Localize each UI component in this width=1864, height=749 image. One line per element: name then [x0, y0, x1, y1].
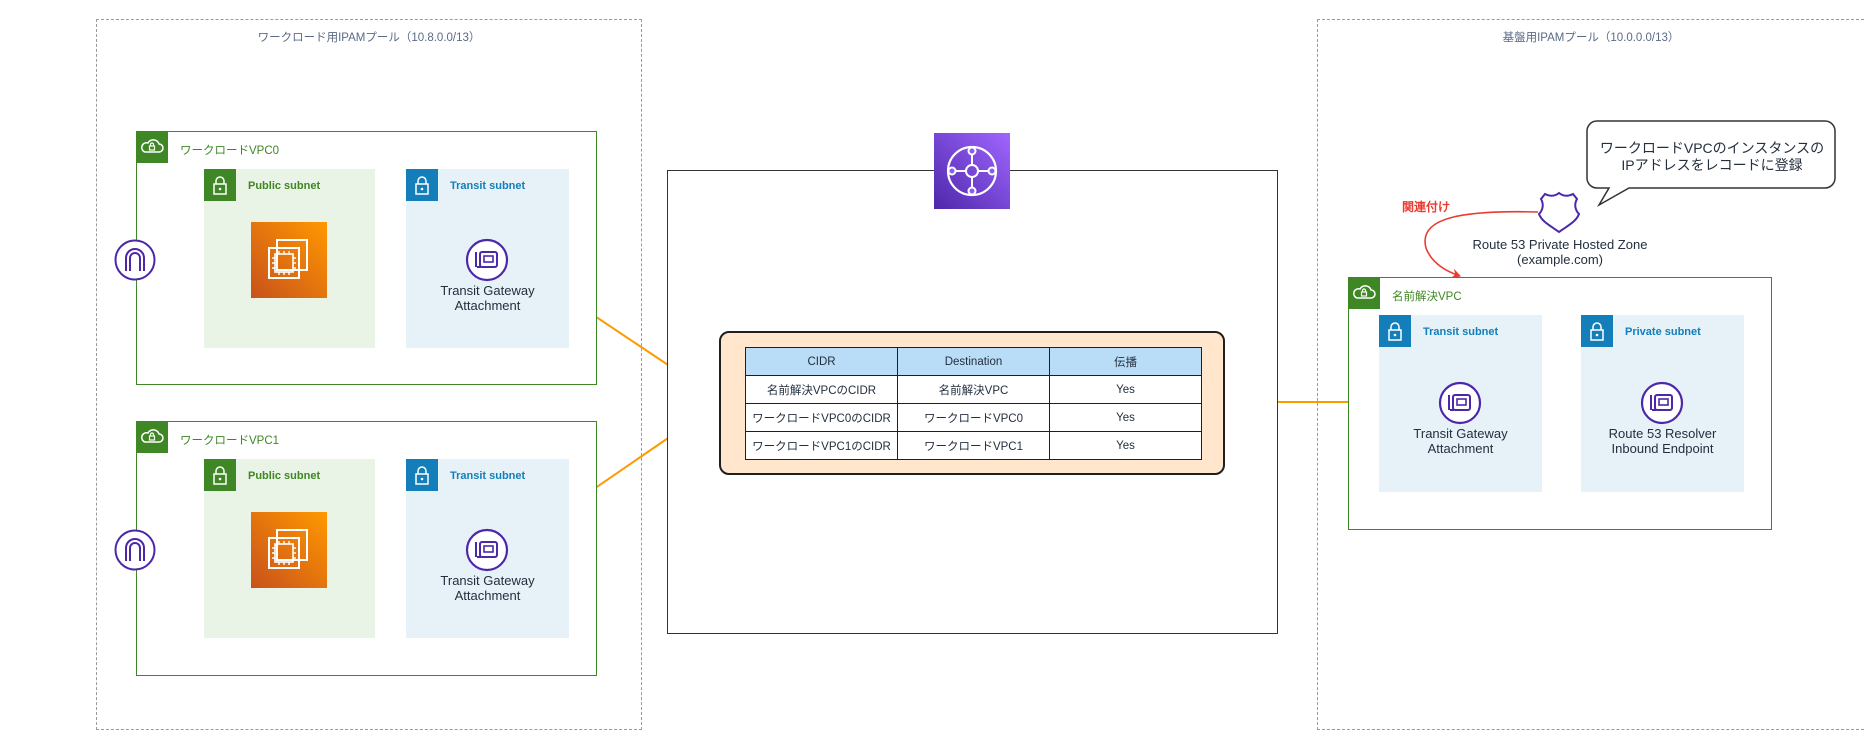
cell-propagation: Yes [1049, 375, 1202, 404]
cell-destination: ワークロードVPC1 [897, 431, 1050, 460]
cell-destination: ワークロードVPC0 [897, 403, 1050, 432]
vpc1-public-subnet: Public subnet [204, 459, 375, 638]
dns-vpc: 名前解決VPC Transit subnet Transit Gateway A… [1348, 277, 1772, 530]
vpc0-public-subnet-label: Public subnet [248, 180, 321, 192]
attachment-caption-line2: Attachment [1427, 441, 1494, 456]
cell-cidr: 名前解決VPCのCIDR [745, 375, 898, 404]
workload-ipam-pool-label: ワークロード用IPAMプール（10.8.0.0/13） [257, 32, 481, 44]
table-row: ワークロードVPC0のCIDR ワークロードVPC0 Yes [745, 403, 1202, 432]
vpc0-transit-subnet: Transit subnet Transit Gateway Attachmen… [406, 169, 569, 348]
infra-ipam-pool-label: 基盤用IPAMプール（10.0.0.0/13） [1502, 32, 1680, 44]
lock-icon [1379, 315, 1411, 347]
cell-cidr: ワークロードVPC1のCIDR [745, 431, 898, 460]
vpc0-attachment-caption: Transit Gateway Attachment [406, 283, 569, 313]
dns-transit-subnet-label: Transit subnet [1423, 326, 1499, 338]
transit-gateway-icon [934, 133, 1010, 209]
callout-line1: ワークロードVPCのインスタンスの [1599, 140, 1825, 156]
dns-attachment-caption: Transit Gateway Attachment [1379, 426, 1542, 456]
header-cidr: CIDR [745, 347, 898, 376]
route-table-header-row: CIDR Destination 伝播 [745, 347, 1202, 376]
header-propagation: 伝播 [1049, 347, 1202, 376]
internet-gateway-icon [114, 529, 156, 571]
ec2-instance-icon [251, 222, 327, 298]
lock-icon [406, 459, 438, 491]
route53-hosted-zone-icon [1537, 191, 1581, 234]
vpc1-transit-subnet: Transit subnet Transit Gateway Attachmen… [406, 459, 569, 638]
callout-line2: IPアドレスをレコードに登録 [1621, 157, 1803, 173]
workload-vpc0: ワークロードVPC0 Public subnet Transit subnet … [136, 131, 597, 385]
lock-icon [204, 459, 236, 491]
dns-vpc-label: 名前解決VPC [1392, 291, 1462, 303]
lock-icon [1581, 315, 1613, 347]
lock-icon [406, 169, 438, 201]
lock-icon [204, 169, 236, 201]
workload-vpc1: ワークロードVPC1 Public subnet Transit subnet … [136, 421, 597, 676]
internet-gateway-icon [114, 239, 156, 281]
header-destination: Destination [897, 347, 1050, 376]
ec2-instance-icon [251, 512, 327, 588]
attachment-caption-line2: Attachment [454, 588, 521, 603]
vpc0-label: ワークロードVPC0 [180, 145, 280, 157]
resolver-caption-line2: Inbound Endpoint [1611, 441, 1714, 456]
vpc-cloud-icon [136, 131, 168, 163]
cell-cidr: ワークロードVPC0のCIDR [745, 403, 898, 432]
dns-transit-subnet: Transit subnet Transit Gateway Attachmen… [1379, 315, 1542, 492]
callout-text: ワークロードVPCのインスタンスの IPアドレスをレコードに登録 [1588, 140, 1836, 174]
callout-bubble [1586, 120, 1836, 208]
resolver-caption: Route 53 Resolver Inbound Endpoint [1581, 426, 1744, 456]
cell-propagation: Yes [1049, 431, 1202, 460]
vpc-cloud-icon [136, 421, 168, 453]
cell-destination: 名前解決VPC [897, 375, 1050, 404]
hosted-zone-caption: Route 53 Private Hosted Zone (example.co… [1440, 237, 1680, 267]
route53-resolver-icon [1640, 381, 1684, 425]
table-row: ワークロードVPC1のCIDR ワークロードVPC1 Yes [745, 431, 1202, 460]
workload-ipam-pool: ワークロード用IPAMプール（10.8.0.0/13） [96, 19, 642, 730]
cell-propagation: Yes [1049, 403, 1202, 432]
transit-gateway-attachment-icon [465, 238, 509, 282]
vpc0-public-subnet: Public subnet [204, 169, 375, 348]
route-table: CIDR Destination 伝播 名前解決VPCのCIDR 名前解決VPC… [745, 347, 1202, 460]
attachment-caption-line2: Attachment [454, 298, 521, 313]
dns-private-subnet-label: Private subnet [1625, 326, 1701, 338]
hosted-zone-line1: Route 53 Private Hosted Zone [1472, 237, 1648, 252]
vpc1-transit-subnet-label: Transit subnet [450, 470, 526, 482]
vpc1-public-subnet-label: Public subnet [248, 470, 321, 482]
transit-gateway-attachment-icon [1438, 381, 1482, 425]
hosted-zone-line2: (example.com) [1517, 252, 1603, 267]
vpc1-attachment-caption: Transit Gateway Attachment [406, 573, 569, 603]
infra-ipam-pool: 基盤用IPAMプール（10.0.0.0/13） [1317, 19, 1864, 730]
resolver-caption-line1: Route 53 Resolver [1608, 426, 1717, 441]
vpc-cloud-icon [1348, 277, 1380, 309]
association-label: 関連付け [1402, 200, 1451, 214]
table-row: 名前解決VPCのCIDR 名前解決VPC Yes [745, 375, 1202, 404]
vpc0-transit-subnet-label: Transit subnet [450, 180, 526, 192]
transit-gateway-attachment-icon [465, 528, 509, 572]
dns-private-subnet: Private subnet Route 53 Resolver Inbound… [1581, 315, 1744, 492]
vpc1-label: ワークロードVPC1 [180, 435, 280, 447]
association-arrow [1424, 210, 1539, 279]
attachment-caption-line1: Transit Gateway [440, 573, 535, 588]
attachment-caption-line1: Transit Gateway [440, 283, 535, 298]
attachment-caption-line1: Transit Gateway [1413, 426, 1508, 441]
